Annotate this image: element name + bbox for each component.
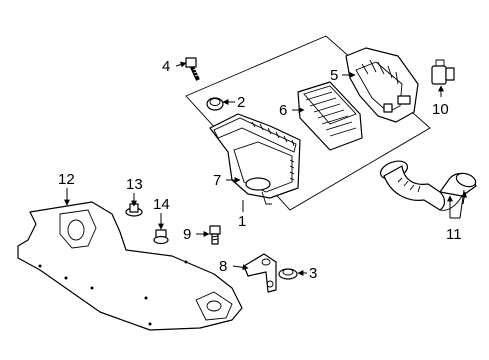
intake-duct-part-11	[379, 160, 477, 211]
air-cleaner-housing-part-7	[209, 113, 301, 205]
bolt-part-9	[209, 225, 221, 245]
callout-6: 6	[279, 102, 287, 119]
callout-5: 5	[330, 67, 338, 84]
air-filter-element-part-6	[297, 81, 363, 151]
clip-part-13	[125, 203, 143, 217]
callout-8: 8	[219, 258, 227, 275]
callout-12: 12	[58, 171, 75, 188]
callout-10: 10	[432, 101, 449, 118]
callout-3: 3	[309, 265, 317, 282]
under-cover-part-12	[17, 201, 243, 331]
callout-7: 7	[213, 172, 221, 189]
callout-1: 1	[238, 213, 246, 230]
bracket-part-8	[243, 253, 277, 293]
callout-2: 2	[237, 94, 245, 111]
grommet-part-3	[278, 268, 298, 280]
bolt-part-4	[185, 57, 201, 81]
leader-4	[175, 61, 187, 68]
air-cleaner-cover-part-5	[345, 47, 419, 123]
callout-11: 11	[446, 226, 462, 243]
clip-part-14	[153, 229, 169, 245]
leader-8	[232, 264, 249, 271]
callout-4: 4	[162, 58, 170, 75]
sensor-part-10	[431, 59, 455, 85]
callout-9: 9	[183, 226, 191, 243]
callout-14: 14	[153, 196, 170, 213]
callout-13: 13	[126, 176, 143, 193]
grommet-part-2	[206, 97, 224, 111]
